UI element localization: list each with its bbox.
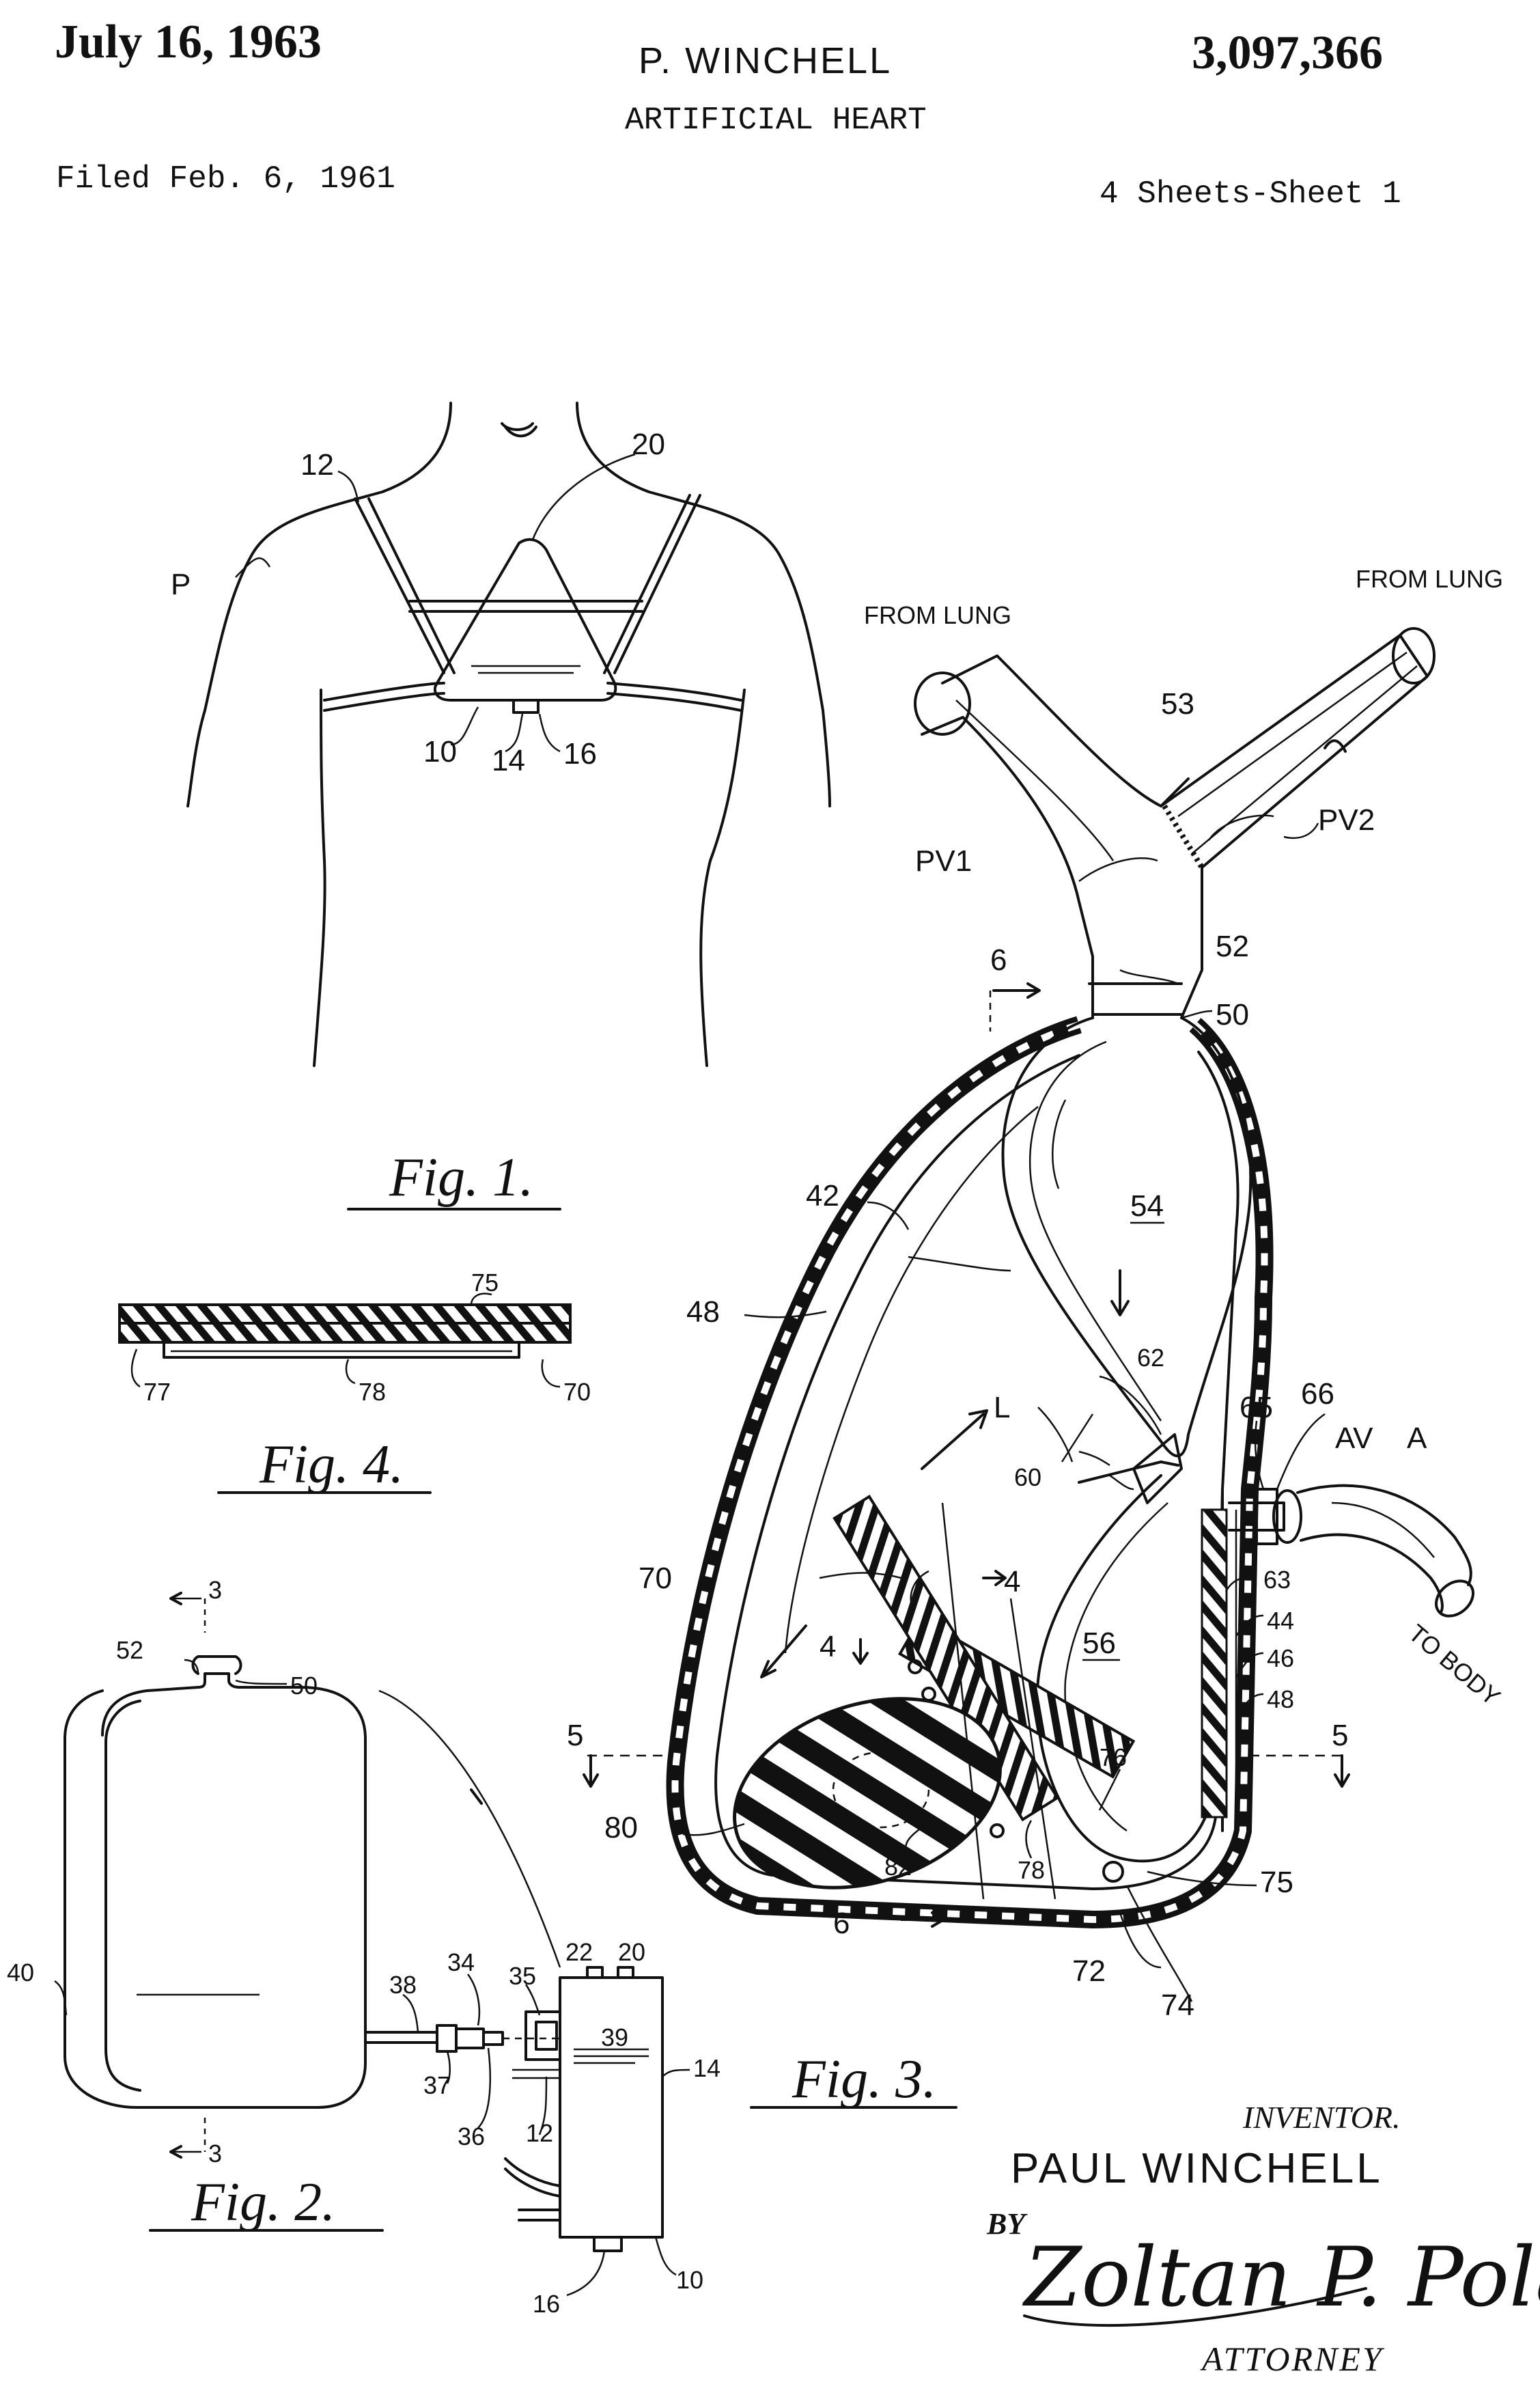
fig2-label-20: 20 [618,1938,645,1966]
fig1-label-12: 12 [300,448,334,482]
fig2-label-3-top: 3 [208,1576,222,1604]
fig2-label-37: 37 [423,2071,451,2099]
fig3-label-70: 70 [639,1562,672,1595]
filed-date: Filed Feb. 6, 1961 [56,161,395,197]
fig3-label-4-left: 4 [820,1630,836,1663]
attorney-signature: Zoltan P. Polachek [1022,2230,1540,2325]
fig3-label-5-right: 5 [1332,1719,1348,1752]
fig1-label-p: P [171,568,191,601]
fig3-label-4-right: 4 [1004,1565,1020,1598]
fig3-label-52: 52 [1216,930,1249,963]
fig3-label-65: 65 [1240,1391,1273,1424]
fig2-label-12: 12 [526,2119,553,2147]
fig4-caption: Fig. 4. [259,1435,404,1495]
attorney-label: ATTORNEY [1200,2340,1385,2378]
fig3-label-62: 62 [1137,1344,1164,1372]
fig3-label-5-left: 5 [567,1719,583,1752]
fig3-label-to-body: TO BODY [1403,1619,1506,1711]
fig2-label-14: 14 [693,2054,720,2082]
fig3-label-72: 72 [1072,1954,1106,1988]
fig3-label-53: 53 [1161,687,1194,721]
fig1-label-10: 10 [423,735,457,769]
fig1-label-14: 14 [492,744,525,777]
patent-title: ARTIFICIAL HEART [625,102,927,138]
fig2-label-22: 22 [565,1938,593,1966]
fig4-label-70: 70 [563,1378,591,1406]
fig3-label-48-left: 48 [686,1295,720,1329]
fig3-label-42: 42 [806,1179,839,1213]
fig2-label-50: 50 [290,1672,318,1700]
figure-3-heart-section [583,627,1474,2002]
fig2-label-52: 52 [116,1636,143,1664]
fig3-label-48-right: 48 [1267,1685,1294,1713]
fig2-label-16: 16 [533,2290,560,2318]
fig4-label-77: 77 [143,1378,171,1406]
fig3-label-82: 82 [884,1853,912,1881]
fig3-label-from-lung-left: FROM LUNG [864,601,1011,629]
fig3-label-6-top: 6 [990,943,1007,977]
fig3-label-pv1: PV1 [915,844,972,878]
fig2-caption: Fig. 2. [191,2172,335,2232]
inventor-name: PAUL WINCHELL [1011,2145,1383,2192]
fig3-label-from-lung-right: FROM LUNG [1356,565,1503,593]
fig2-label-10: 10 [676,2266,703,2294]
fig3-caption: Fig. 3. [792,2049,936,2109]
fig3-label-63: 63 [1263,1566,1291,1594]
patent-date: July 16, 1963 [55,16,322,68]
fig3-label-pv2: PV2 [1318,803,1375,837]
fig2-label-40: 40 [7,1958,34,1986]
inventor-caption: INVENTOR. [1242,2100,1400,2135]
fig2-label-3-bottom: 3 [208,2140,222,2168]
inventor-header: P. WINCHELL [639,40,893,81]
fig3-label-75: 75 [1260,1866,1293,1899]
fig3-label-6-bottom: 6 [833,1907,850,1940]
sheet-count: 4 Sheets-Sheet 1 [1100,176,1401,212]
fig2-label-35: 35 [509,1962,536,1990]
fig2-label-39: 39 [601,2023,628,2051]
fig3-label-50: 50 [1216,998,1249,1032]
fig3-label-76: 76 [1100,1743,1127,1771]
fig1-label-20: 20 [632,428,665,461]
fig2-label-34: 34 [447,1948,475,1976]
fig1-label-16: 16 [563,737,597,771]
fig3-label-av: AV [1335,1422,1373,1455]
fig3-label-56: 56 [1082,1626,1116,1660]
figure-2-pump [54,1592,690,2297]
fig3-label-66: 66 [1301,1377,1334,1411]
fig3-label-80: 80 [604,1811,638,1844]
fig4-label-78: 78 [359,1378,386,1406]
fig2-label-36: 36 [458,2122,485,2150]
figure-4-section [118,1292,572,1388]
patent-number: 3,097,366 [1192,27,1383,79]
by-label: BY [986,2207,1028,2241]
fig3-label-a: A [1407,1422,1427,1455]
fig3-label-78: 78 [1018,1856,1045,1884]
fig3-label-46: 46 [1267,1644,1294,1672]
fig2-label-38: 38 [389,1971,417,1999]
fig4-label-75: 75 [471,1269,499,1297]
fig3-label-l: L [994,1391,1010,1424]
fig1-caption: Fig. 1. [389,1148,533,1208]
fig3-label-74: 74 [1161,1989,1194,2022]
fig3-label-60: 60 [1014,1463,1041,1491]
fig3-label-44: 44 [1267,1607,1294,1635]
figure-1-torso [186,402,831,1067]
fig3-label-54: 54 [1130,1189,1164,1223]
